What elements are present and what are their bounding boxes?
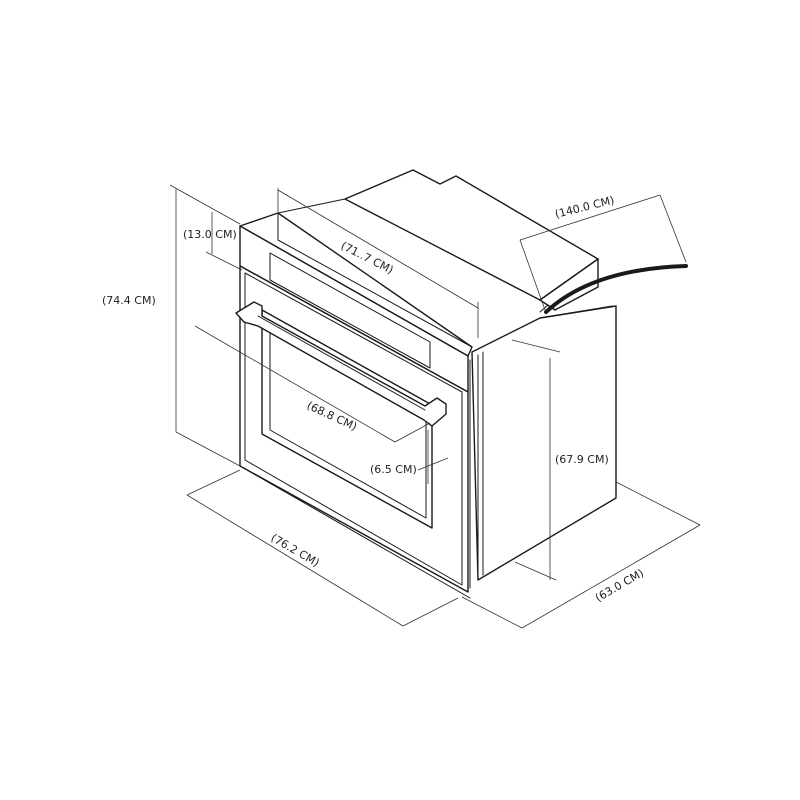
label-cable-length: (140.0 CM) bbox=[554, 194, 616, 221]
rear-housing bbox=[344, 169, 599, 311]
label-overall-width: (76.2 CM) bbox=[269, 531, 322, 569]
label-cabinet-height: (67.9 CM) bbox=[555, 453, 609, 466]
cabinet-body bbox=[469, 305, 617, 589]
control-panel bbox=[239, 198, 473, 393]
power-cable bbox=[539, 264, 688, 314]
door-handle bbox=[235, 301, 447, 427]
label-control-panel-height: (13.0 CM) bbox=[183, 228, 237, 241]
label-overall-depth: (63.0 CM) bbox=[593, 566, 646, 604]
label-handle-depth: (6.5 CM) bbox=[370, 463, 417, 476]
dimension-lines bbox=[169, 184, 701, 629]
label-total-height: (74.4 CM) bbox=[102, 294, 156, 307]
